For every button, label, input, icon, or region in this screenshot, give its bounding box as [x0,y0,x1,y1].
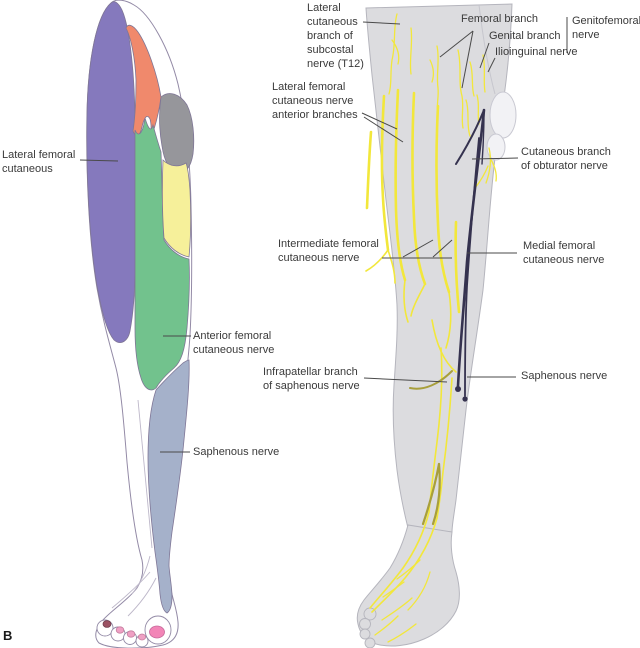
toenail [115,626,125,634]
toenail-little [102,620,112,628]
label-genitofemoral-nerve: Genitofemoral nerve [572,14,640,42]
label-medial-femoral-cutaneous: Medial femoral cutaneous nerve [523,239,604,267]
label-line: Infrapatellar branch [263,366,358,378]
label-line: cutaneous nerve [272,95,354,107]
label-genital-branch: Genital branch [489,29,561,43]
right-foot [356,524,460,647]
label-line: Lateral femoral [2,149,76,161]
label-line: Medial femoral [523,240,596,252]
label-line: cutaneous [307,16,358,28]
region-anterior-femoral-cutaneous [134,117,190,391]
toenail [126,630,136,638]
label-saphenous-nerve-left: Saphenous nerve [193,445,279,459]
label-line: Lateral femoral [272,81,346,93]
label-femoral-branch: Femoral branch [461,12,538,26]
obturator-cutaneous-path [464,137,480,397]
panel-label: B [3,628,13,643]
label-anterior-femoral-cutaneous-nerve: Anterior femoral cutaneous nerve [193,329,274,357]
label-line: Intermediate femoral [278,238,379,250]
left-leg-dermatome-diagram [86,0,195,648]
leader-lines [79,17,568,453]
label-cutaneous-branch-obturator: Cutaneous branch of obturator nerve [521,145,611,173]
label-saphenous-nerve-right: Saphenous nerve [521,369,607,383]
label-line: cutaneous nerve [278,252,360,264]
olive-nerve-segments [409,370,453,526]
yellow-nerve-trunks [365,88,461,314]
right-leg-silhouette [365,3,513,533]
label-line: cutaneous nerve [523,254,605,266]
label-line: cutaneous [2,163,53,175]
label-line: Lateral [307,2,341,14]
left-foot-toenails [102,620,165,641]
region-lateral-yellow [161,159,192,258]
label-line: cutaneous nerve [193,344,275,356]
label-line: Genitofemoral [572,15,640,27]
label-lateral-femoral-cutaneous: Lateral femoral cutaneous [2,148,75,176]
yellow-nerve-branches [365,249,457,613]
region-saphenous [147,359,190,614]
label-line: Femoral branch [461,13,539,25]
label-ilioinguinal-nerve: Ilioinguinal nerve [495,45,578,59]
region-lateral-femoral-cutaneous [86,1,136,343]
label-line: anterior branches [272,109,358,121]
label-line: nerve [572,29,600,41]
genital-outline [486,91,517,161]
label-line: Saphenous nerve [193,446,280,458]
saphenous-nerve-path [456,108,486,388]
yellow-nerve-foot-twigs [374,559,431,643]
label-lateral-femoral-cutaneous-anterior-branches: Lateral femoral cutaneous nerve anterior… [272,80,358,122]
navy-nerves [455,108,486,397]
label-line: Ilioinguinal nerve [495,46,578,58]
region-subcostal-patch [125,24,162,141]
label-line: nerve (T12) [307,58,364,70]
label-line: Genital branch [489,30,561,42]
label-line: of saphenous nerve [263,380,360,392]
label-line: branch of [307,30,353,42]
label-line: Saphenous nerve [521,370,608,382]
toenail-big [149,625,165,639]
label-intermediate-femoral-cutaneous: Intermediate femoral cutaneous nerve [278,237,379,265]
label-line: Cutaneous branch [521,146,611,158]
left-leg-tendon-lines [111,399,157,617]
label-line: of obturator nerve [521,160,608,172]
label-lateral-cutaneous-branch-subcostal: Lateral cutaneous branch of subcostal ne… [307,1,364,71]
label-line: Anterior femoral [193,330,272,342]
label-infrapatellar-branch-saphenous: Infrapatellar branch of saphenous nerve [263,365,360,393]
navy-nerve-cut-ends [455,386,468,402]
toenail [137,633,146,641]
right-leg-nerve-diagram [356,3,517,648]
label-line: subcostal [307,44,354,56]
